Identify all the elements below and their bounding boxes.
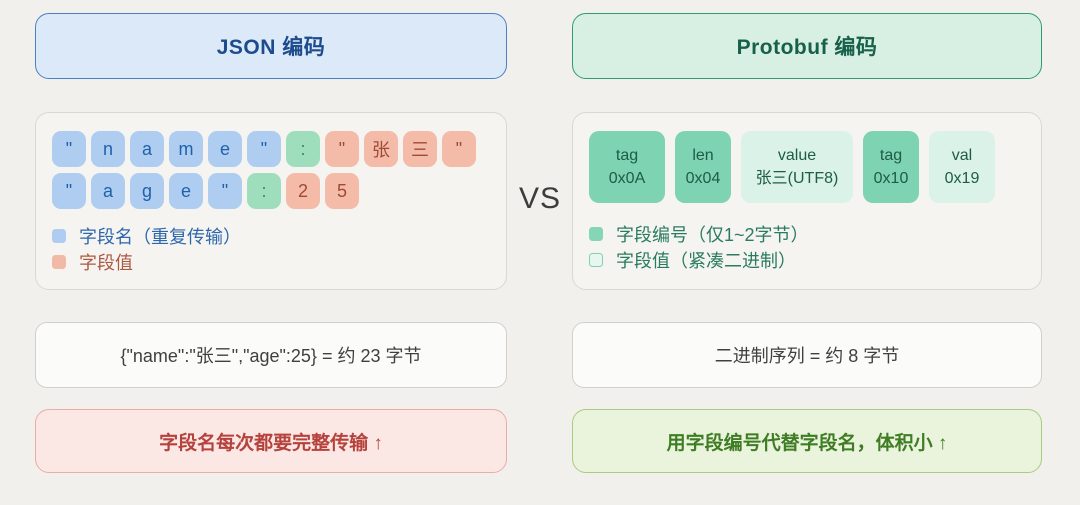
protobuf-box-len: len 0x04 <box>675 131 731 203</box>
legend-row: 字段编号（仅1~2字节） <box>589 221 1025 247</box>
protobuf-box-value: 0x10 <box>873 169 909 187</box>
json-token-cell-value: 5 <box>325 173 359 209</box>
protobuf-note-text: 用字段编号代替字段名，体积小 ↑ <box>666 432 948 454</box>
json-token-cell-sep: : <box>247 173 281 209</box>
json-token-cell-name: n <box>91 131 125 167</box>
json-token-cell-name: a <box>130 131 164 167</box>
json-token-cell-name: g <box>130 173 164 209</box>
name-swatch <box>52 229 66 243</box>
light-swatch <box>589 253 603 267</box>
json-token-cell-value: " <box>442 131 476 167</box>
protobuf-encoding-title: Protobuf 编码 <box>736 36 878 59</box>
protobuf-bytes-text: 二进制序列 = 约 8 字节 <box>714 346 900 366</box>
json-token-cell-value: 2 <box>286 173 320 209</box>
protobuf-box-tag: tag 0x0A <box>589 131 665 203</box>
json-token-cell-value: " <box>325 131 359 167</box>
json-token-cell-value: 张 <box>364 131 398 167</box>
legend-label: 字段名（重复传输） <box>79 227 241 247</box>
json-token-cell-name: e <box>169 173 203 209</box>
json-token-cell-name: " <box>52 173 86 209</box>
protobuf-box-label: tag <box>879 146 903 164</box>
json-note-box: 字段名每次都要完整传输 ↑ <box>35 409 507 473</box>
json-token-cell-name: " <box>247 131 281 167</box>
protobuf-box-val: val 0x19 <box>929 131 995 203</box>
json-note-text: 字段名每次都要完整传输 ↑ <box>159 432 383 454</box>
protobuf-box-value: 0x19 <box>944 169 980 187</box>
json-token-cell-name: e <box>208 131 242 167</box>
json-bytes-text: {"name":"张三","age":25} = 约 23 字节 <box>120 346 422 366</box>
json-token-cell-name: " <box>52 131 86 167</box>
json-token-cell-sep: : <box>286 131 320 167</box>
vs-label: VS <box>518 182 562 215</box>
protobuf-token-panel: tag 0x0A len 0x04 value 张三(UTF8) tag 0x10 val 0x1… <box>572 112 1042 290</box>
json-token-cell-name: " <box>208 173 242 209</box>
legend-row: 字段值（紧凑二进制） <box>589 247 1025 273</box>
json-token-cell-name: m <box>169 131 203 167</box>
protobuf-box-value: value 张三(UTF8) <box>741 131 853 203</box>
json-token-cell-name: a <box>91 173 125 209</box>
json-legend: 字段名（重复传输） 字段值 <box>52 223 490 275</box>
protobuf-box-label: len <box>692 146 714 164</box>
protobuf-boxes: tag 0x0A len 0x04 value 张三(UTF8) tag 0x10 val 0x1… <box>589 131 1025 203</box>
protobuf-box-value: 张三(UTF8) <box>755 169 839 187</box>
protobuf-legend: 字段编号（仅1~2字节） 字段值（紧凑二进制） <box>589 221 1025 273</box>
json-encoding-title: JSON 编码 <box>216 36 326 59</box>
protobuf-box-label: val <box>951 146 973 164</box>
protobuf-box-label: value <box>777 146 817 164</box>
protobuf-bytes-box: 二进制序列 = 约 8 字节 <box>572 322 1042 388</box>
protobuf-box-value: 0x04 <box>685 169 721 187</box>
legend-row: 字段名（重复传输） <box>52 223 490 249</box>
legend-label: 字段值（紧凑二进制） <box>616 251 796 271</box>
dark-swatch <box>589 227 603 241</box>
protobuf-box-tag: tag 0x10 <box>863 131 919 203</box>
protobuf-encoding-header: Protobuf 编码 <box>572 13 1042 79</box>
protobuf-note-box: 用字段编号代替字段名，体积小 ↑ <box>572 409 1042 473</box>
legend-row: 字段值 <box>52 249 490 275</box>
json-encoding-header: JSON 编码 <box>35 13 507 79</box>
legend-label: 字段值 <box>79 253 133 273</box>
value-swatch <box>52 255 66 269</box>
json-bytes-box: {"name":"张三","age":25} = 约 23 字节 <box>35 322 507 388</box>
json-token-cell-value: 三 <box>403 131 437 167</box>
protobuf-box-label: tag <box>615 146 639 164</box>
protobuf-box-value: 0x0A <box>608 169 646 187</box>
legend-label: 字段编号（仅1~2字节） <box>616 225 809 245</box>
